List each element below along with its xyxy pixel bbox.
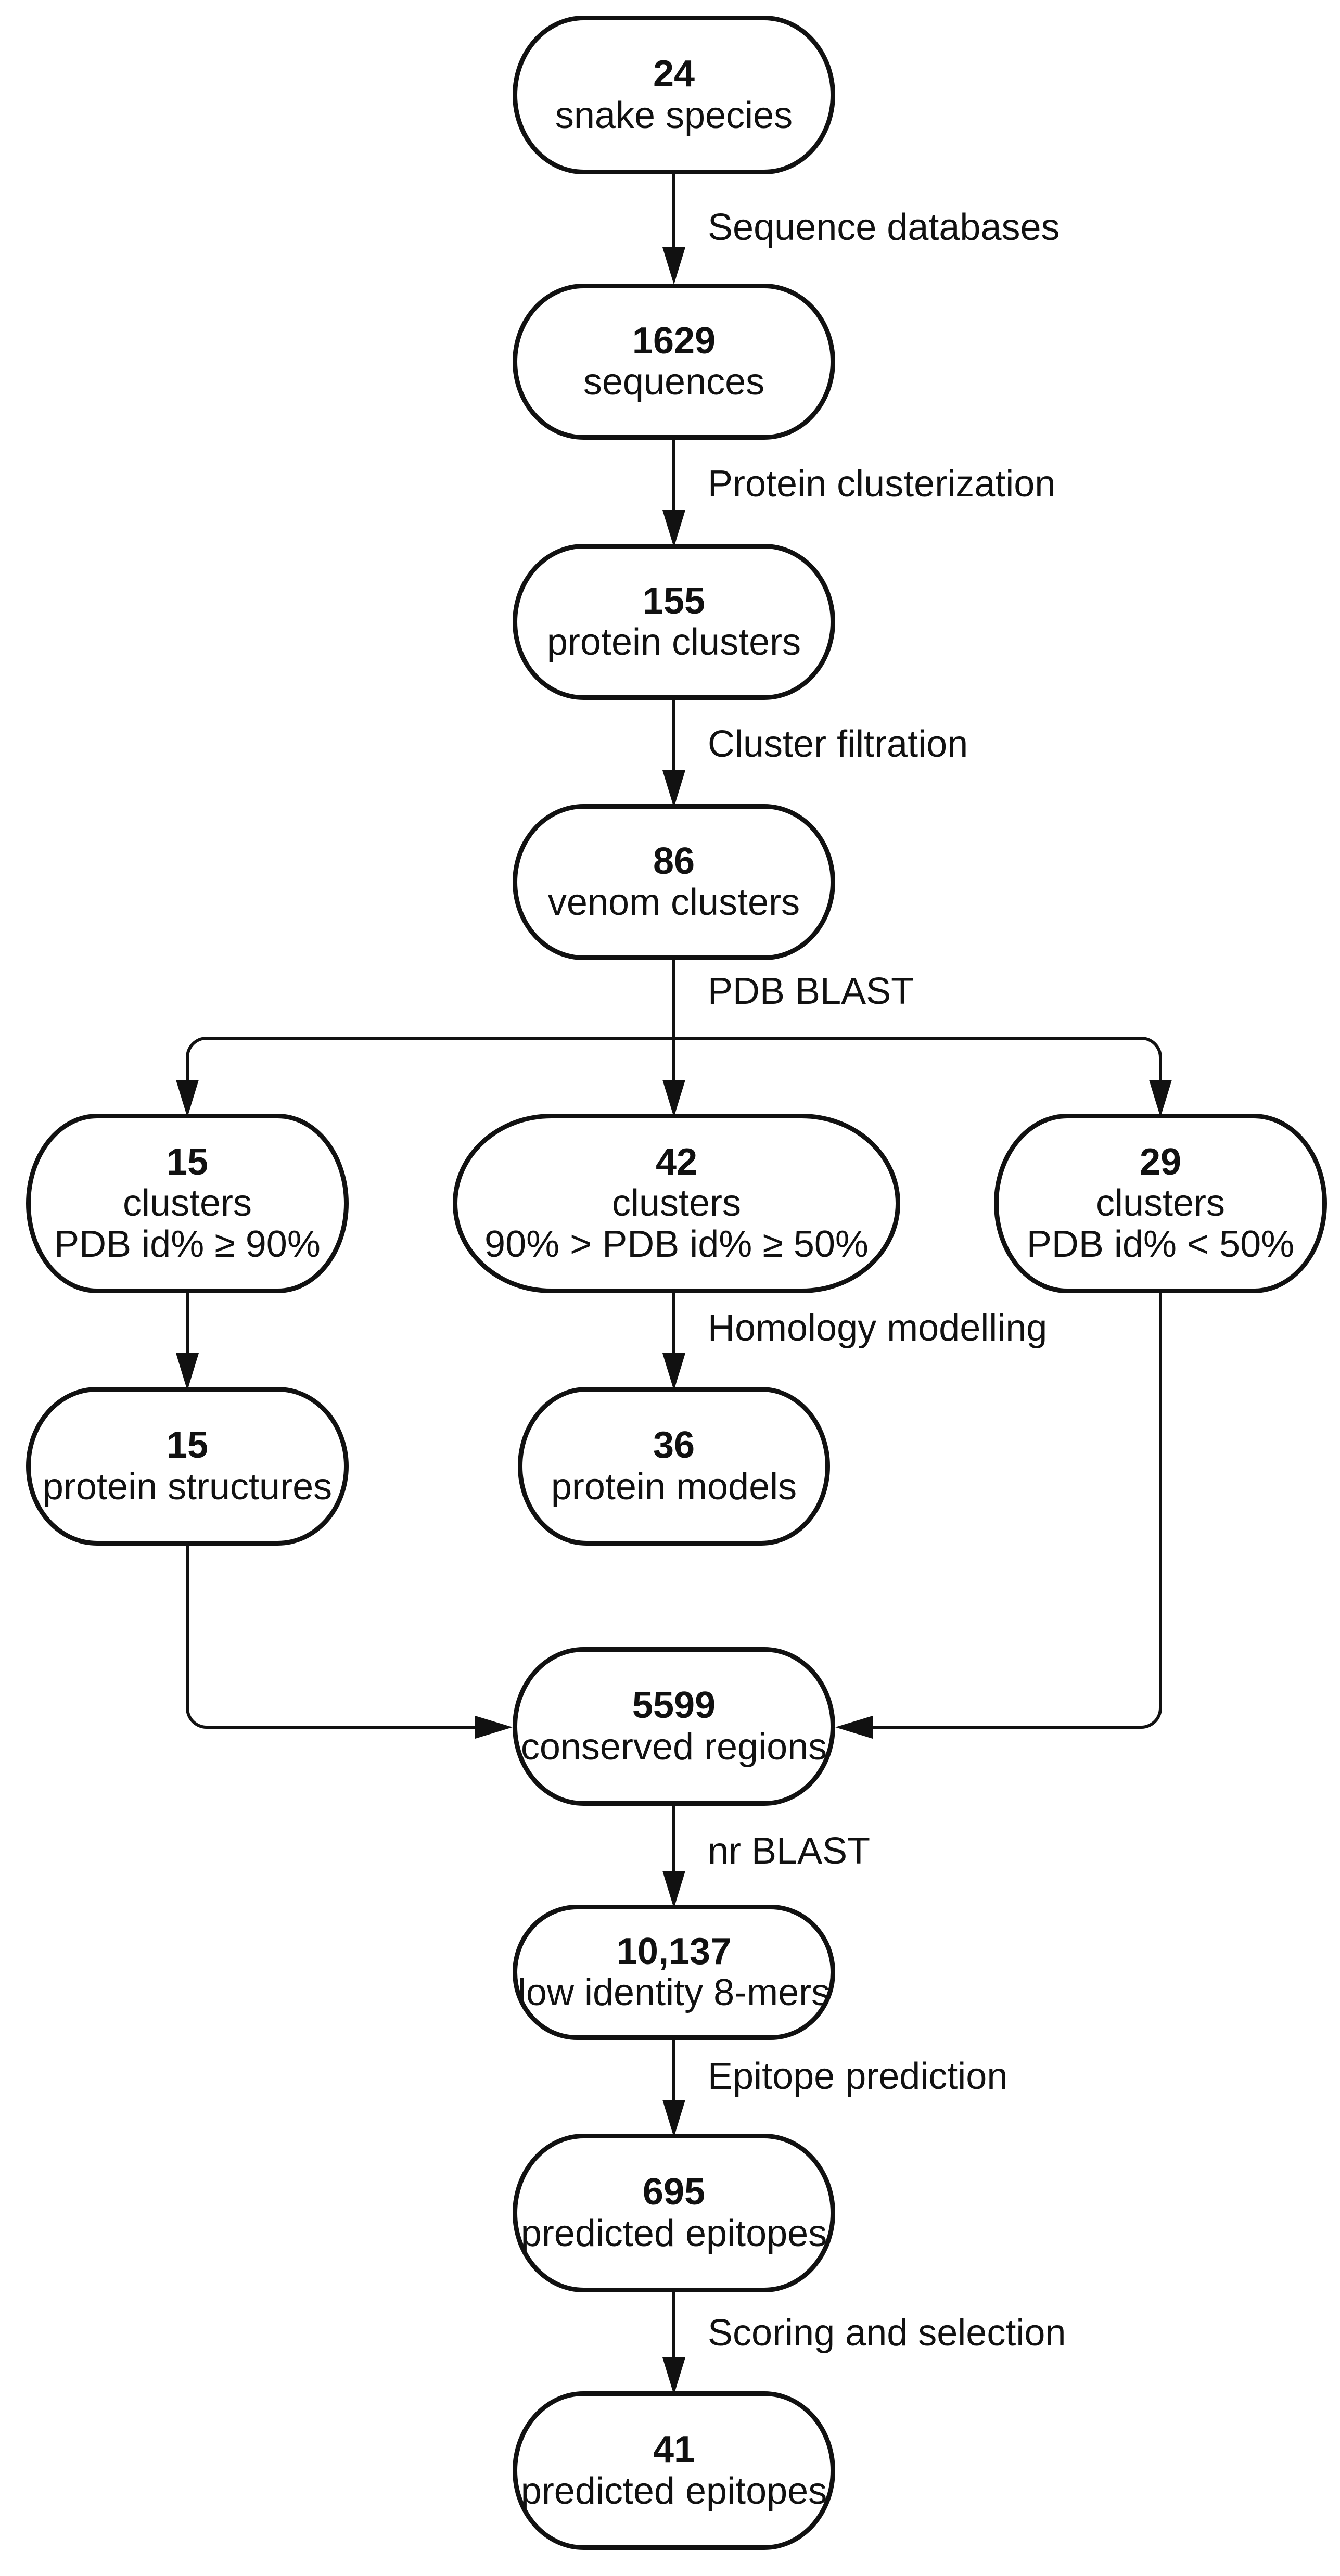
connector-line [672,960,675,1081]
edge-label-sequence-databases: Sequence databases [708,207,1060,248]
edge-label-nr-blast: nr BLAST [708,1830,871,1872]
node-count: 24 [653,53,695,95]
branch-splitter-line [186,1037,1162,1081]
node-label: clusters [122,1182,252,1224]
node-label: venom clusters [547,882,800,923]
node-label: clusters [1095,1182,1226,1224]
node-label: clusters [611,1182,742,1224]
connector-line [672,1293,675,1356]
connector-line [186,1293,189,1356]
arrowhead-down-icon [662,1871,685,1908]
connector-line [672,174,675,250]
connector-line [672,1806,675,1873]
node-count: 15 [166,1141,209,1183]
node-clusters-low-identity: 29 clusters PDB id% < 50% [994,1114,1327,1293]
node-label: conserved regions [520,1726,827,1768]
edge-label-scoring-and-selection: Scoring and selection [708,2312,1066,2354]
edge-label-pdb-blast: PDB BLAST [708,971,914,1012]
node-label: protein structures [42,1465,333,1508]
node-label: sequences [583,361,765,403]
node-count: 1629 [632,320,716,362]
edge-label-epitope-prediction: Epitope prediction [708,2056,1008,2097]
node-count: 15 [166,1424,209,1466]
arrowhead-down-icon [662,510,685,547]
arrowhead-down-icon [176,1080,199,1117]
node-venom-clusters: 86 venom clusters [513,804,835,960]
arrowhead-down-icon [662,2357,685,2395]
node-snake-species: 24 snake species [513,16,835,174]
arrowhead-left-icon [835,1716,873,1739]
node-label: protein models [551,1465,797,1508]
node-sublabel: PDB id% ≥ 90% [54,1223,321,1266]
arrowhead-down-icon [662,770,685,808]
node-clusters-high-identity: 15 clusters PDB id% ≥ 90% [26,1114,349,1293]
node-count: 695 [642,2171,706,2213]
arrowhead-right-icon [475,1716,513,1739]
node-count: 42 [655,1141,698,1183]
arrowhead-down-icon [662,247,685,285]
node-conserved-regions: 5599 conserved regions [513,1647,835,1806]
arrowhead-down-icon [662,1080,685,1117]
node-selected-epitopes: 41 predicted epitopes [513,2391,835,2550]
edge-label-homology-modelling: Homology modelling [708,1307,1048,1349]
node-count: 29 [1139,1141,1182,1183]
node-sequences: 1629 sequences [513,284,835,440]
arrowhead-down-icon [662,1353,685,1391]
node-sublabel: PDB id% < 50% [1026,1223,1295,1266]
edge-label-cluster-filtration: Cluster filtration [708,723,968,765]
node-protein-structures: 15 protein structures [26,1387,349,1546]
node-count: 5599 [632,1685,716,1727]
connector-line [672,2292,675,2360]
node-label: protein clusters [546,621,801,663]
node-label: snake species [555,94,793,136]
arrowhead-down-icon [662,2100,685,2137]
connector-line [672,700,675,773]
arrowhead-down-icon [176,1353,199,1391]
node-count: 10,137 [616,1930,732,1972]
arrowhead-down-icon [1149,1080,1172,1117]
node-label: predicted epitopes [520,2470,827,2512]
node-sublabel: 90% > PDB id% ≥ 50% [484,1223,869,1266]
node-count: 86 [653,840,695,882]
node-low-identity-8mers: 10,137 low identity 8-mers [513,1905,835,2040]
node-predicted-epitopes: 695 predicted epitopes [513,2134,835,2292]
node-count: 36 [653,1424,695,1466]
connector-elbow-right [873,1293,1162,1729]
edge-label-protein-clusterization: Protein clusterization [708,463,1056,505]
connector-line [672,2040,675,2102]
connector-line [672,440,675,513]
node-clusters-mid-identity: 42 clusters 90% > PDB id% ≥ 50% [453,1114,900,1293]
node-label: low identity 8-mers [517,1972,831,2013]
node-protein-clusters: 155 protein clusters [513,544,835,700]
node-count: 41 [653,2429,695,2471]
connector-elbow-left [186,1546,476,1729]
node-protein-models: 36 protein models [518,1387,830,1546]
node-count: 155 [642,580,706,622]
node-label: predicted epitopes [520,2212,827,2254]
